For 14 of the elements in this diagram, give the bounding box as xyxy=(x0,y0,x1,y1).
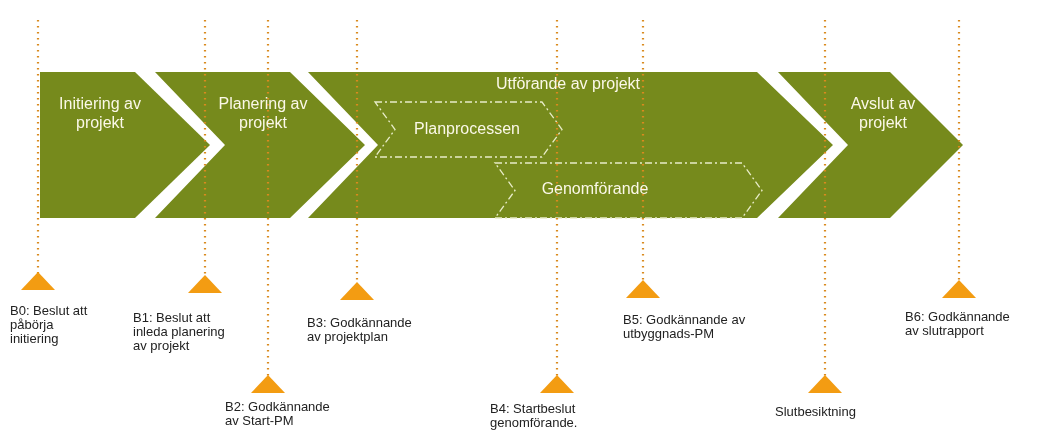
milestone-label: B5: Godkännande av utbyggnads-PM xyxy=(623,313,747,341)
milestone-label: B6: Godkännande av slutrapport xyxy=(905,310,1011,338)
phase-label: Avslut av projekt xyxy=(849,94,917,132)
phase-label: Planering av projekt xyxy=(217,94,309,132)
phase-label: Utförande av projekt xyxy=(494,74,642,93)
milestone-label: B3: Godkännande av projektplan xyxy=(307,316,413,344)
phase-label: Initiering av projekt xyxy=(58,94,142,132)
phase-label: Planprocessen xyxy=(413,119,521,138)
milestone-label: B2: Godkännande av Start-PM xyxy=(225,400,331,428)
milestone-label: B1: Beslut att inleda planering av projekt xyxy=(133,311,226,353)
milestone-label: Slutbesiktning xyxy=(775,405,857,419)
milestone-label: B0: Beslut att påbörja initiering xyxy=(10,304,89,346)
phase-label: Genomförande xyxy=(540,179,650,198)
milestone-label: B4: Startbeslut genomförande. xyxy=(490,402,579,430)
